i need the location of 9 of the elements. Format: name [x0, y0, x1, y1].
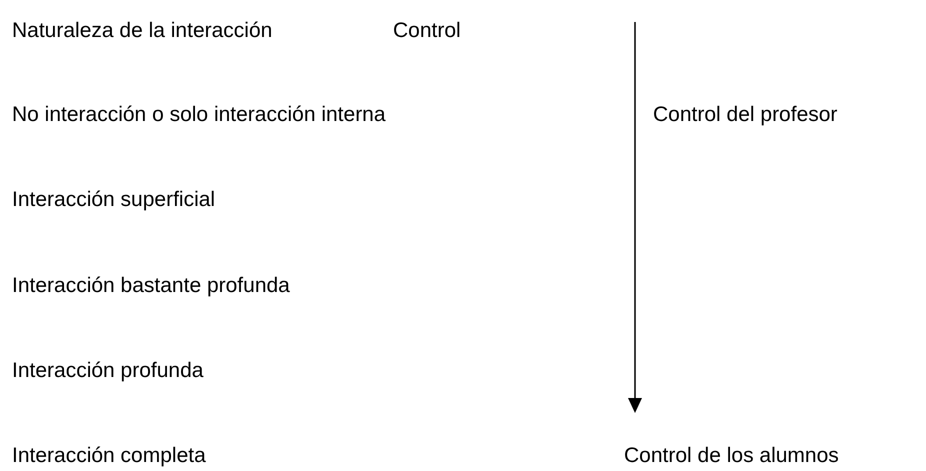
- interaction-level-label: Interacción profunda: [12, 359, 204, 383]
- scale-end-label: Control de los alumnos: [624, 444, 839, 468]
- interaction-level-label: Interacción superficial: [12, 188, 216, 212]
- interaction-level-label: Interacción completa: [12, 444, 206, 468]
- scale-end-label: Control del profesor: [653, 103, 838, 127]
- interaction-level-label: No interacción o solo interacción interna: [12, 103, 386, 127]
- column-heading: Control: [393, 19, 461, 43]
- column-heading: Naturaleza de la interacción: [12, 19, 272, 43]
- interaction-level-label: Interacción bastante profunda: [12, 274, 290, 298]
